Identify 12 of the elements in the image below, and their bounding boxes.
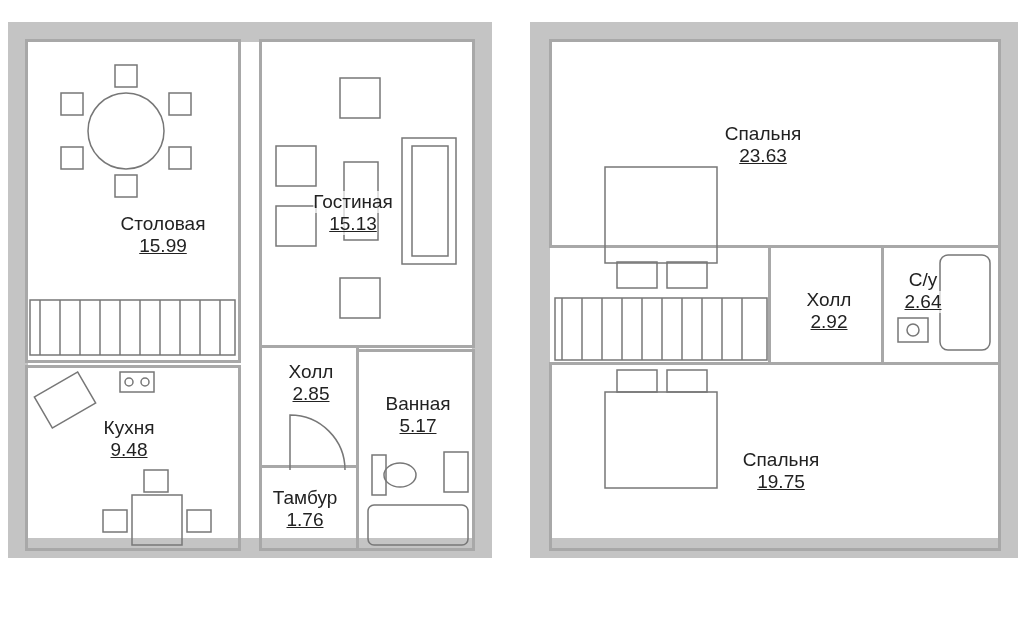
room — [549, 362, 1001, 551]
room — [259, 345, 359, 468]
room-area: 15.13 — [329, 213, 377, 235]
room-name: Тамбур — [272, 487, 338, 509]
room — [25, 39, 241, 363]
room-name: Гостиная — [313, 191, 393, 213]
room — [25, 365, 241, 551]
room — [549, 39, 1001, 248]
room — [259, 465, 359, 551]
room — [259, 39, 475, 348]
room-area: 2.64 — [904, 291, 942, 313]
room — [356, 349, 475, 551]
